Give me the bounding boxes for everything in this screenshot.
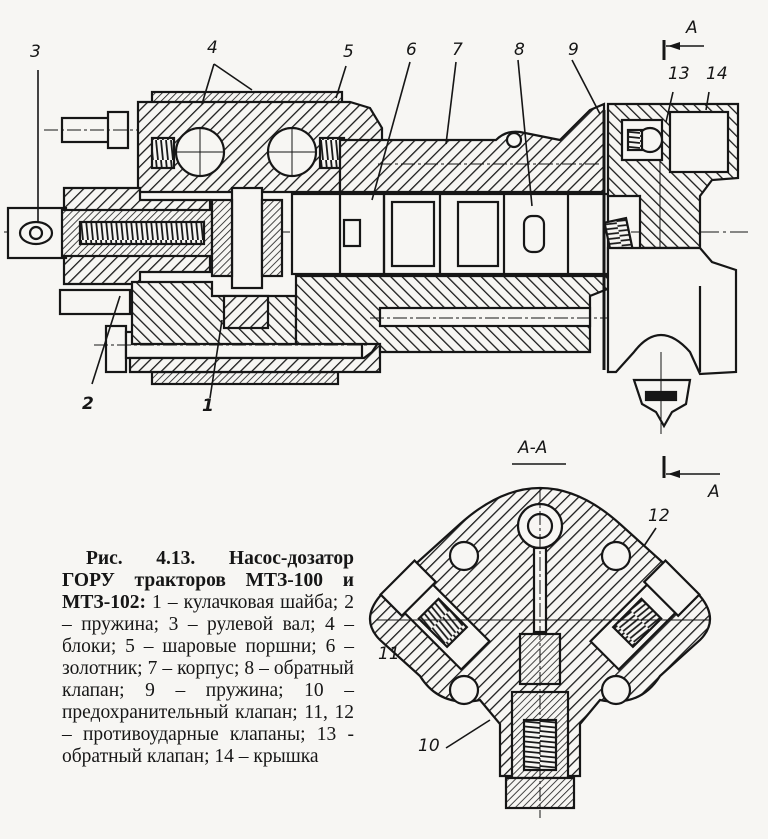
callout-11: 11 xyxy=(378,644,400,664)
callout-7: 7 xyxy=(452,40,463,60)
stud-bolt-upper xyxy=(44,110,160,150)
section-label-a-a: А-А xyxy=(518,438,548,458)
callout-6: 6 xyxy=(406,40,417,60)
bottom-fitting xyxy=(632,378,692,429)
callout-4: 4 xyxy=(207,38,218,58)
anti-shock-valve-12 xyxy=(588,559,701,672)
spring-2 xyxy=(78,220,206,246)
housing-7-upper xyxy=(338,102,606,194)
cover-port xyxy=(668,110,730,174)
anti-shock-valve-11 xyxy=(379,559,492,672)
body-lower-left xyxy=(130,280,298,346)
caption-legend: 1 – кулачковая шайба; 2 – пружина; 3 – р… xyxy=(62,592,354,767)
callout-1: 1 xyxy=(202,396,214,416)
callout-14: 14 xyxy=(706,64,728,84)
check-valve-ball-8 xyxy=(505,131,523,149)
callout-8: 8 xyxy=(514,40,525,60)
steering-shaft-end xyxy=(6,206,68,260)
callout-5: 5 xyxy=(343,42,354,62)
section-marker-bottom: А xyxy=(708,482,720,502)
callout-13: 13 xyxy=(668,64,690,84)
section-a-a xyxy=(368,486,712,818)
section-marker-top: А xyxy=(686,18,698,38)
callout-2: 2 xyxy=(82,394,94,414)
bottom-cover-plate xyxy=(150,370,340,386)
callout-3: 3 xyxy=(30,42,41,62)
longitudinal-section xyxy=(4,90,748,434)
figure-caption: Рис. 4.13. Насос-дозатор ГОРУ тракторов … xyxy=(62,548,354,768)
cam-disc xyxy=(230,186,264,290)
callout-12: 12 xyxy=(648,506,670,526)
cover-lower-body xyxy=(606,246,738,376)
callout-9: 9 xyxy=(568,40,579,60)
spool-6 xyxy=(290,192,610,276)
caption-title: Рис. 4.13. Насос-дозатор ГОРУ тракторов … xyxy=(62,548,354,613)
callout-10: 10 xyxy=(418,736,440,756)
